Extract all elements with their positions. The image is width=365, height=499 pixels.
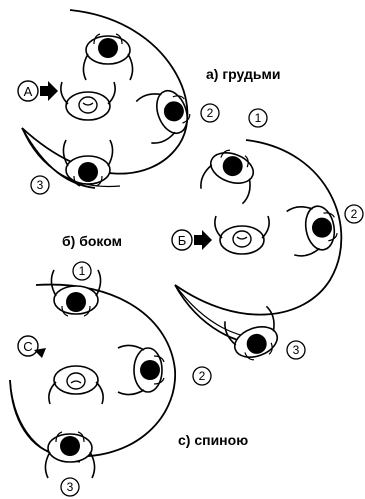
partner-b bbox=[215, 216, 269, 254]
step-c2: 2 bbox=[199, 369, 206, 383]
step-c3: 3 bbox=[67, 480, 74, 494]
step-a3: 3 bbox=[37, 178, 44, 192]
section-b-group bbox=[175, 140, 341, 365]
step-b1: 1 bbox=[255, 111, 262, 125]
marker-b-label: Б bbox=[178, 233, 187, 248]
step-a2: 2 bbox=[207, 106, 214, 120]
arrow-a-icon bbox=[40, 81, 58, 101]
section-c-group bbox=[10, 270, 175, 478]
person-b2 bbox=[286, 201, 340, 257]
person-a2 bbox=[135, 83, 195, 145]
partner-c bbox=[49, 366, 103, 404]
marker-a: A bbox=[18, 81, 58, 101]
person-b1 bbox=[199, 145, 261, 205]
marker-c: C bbox=[18, 336, 46, 360]
step-c1: 1 bbox=[79, 264, 86, 278]
step-b2: 2 bbox=[351, 207, 358, 221]
marker-c-label: C bbox=[23, 339, 32, 354]
partner-a bbox=[61, 82, 115, 120]
marker-a-label: A bbox=[24, 84, 33, 99]
person-a3 bbox=[63, 140, 112, 186]
arrow-b-icon bbox=[194, 230, 212, 250]
person-c3 bbox=[45, 432, 94, 478]
marker-b: Б bbox=[172, 230, 212, 250]
person-a1 bbox=[83, 34, 132, 80]
person-c2 bbox=[118, 345, 164, 394]
step-b3: 3 bbox=[293, 343, 300, 357]
